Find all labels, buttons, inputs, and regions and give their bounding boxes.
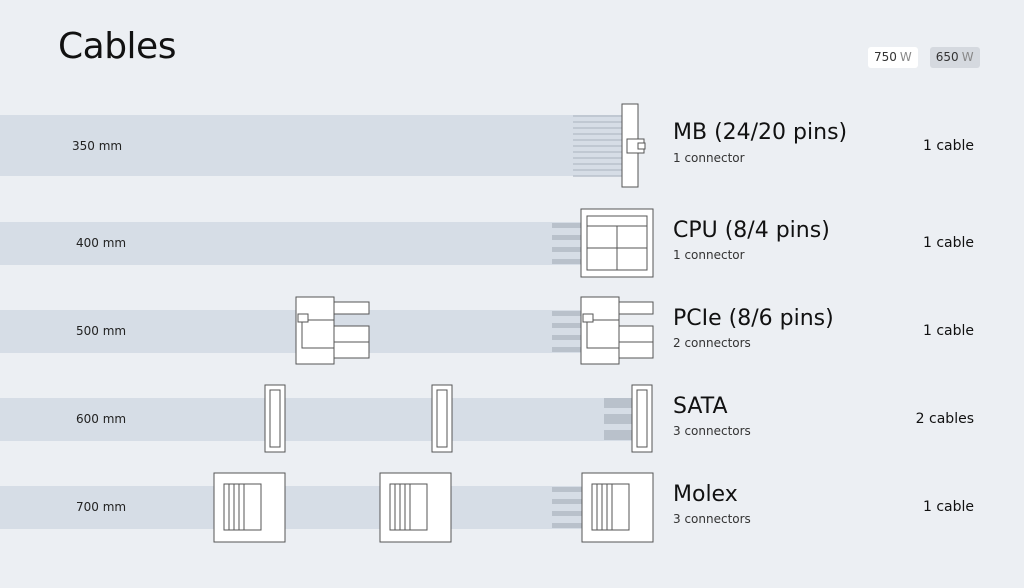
sata-connector-icon <box>264 384 286 453</box>
wattage-650-value: 650 <box>935 50 959 64</box>
cable-name-sata: SATA <box>673 394 728 419</box>
cable-connectors-sata: 3 connectors <box>673 424 751 438</box>
cable-count-cpu: 1 cable <box>922 235 974 251</box>
cable-length-sata: 600 mm <box>76 412 127 426</box>
cable-band-pcie <box>0 310 582 353</box>
molex-connector-icon <box>213 472 286 543</box>
cable-band-sata <box>0 398 634 441</box>
wattage-750-value: 750 <box>874 50 897 64</box>
molex-connector-icon <box>552 472 654 543</box>
cable-length-molex: 700 mm <box>76 500 127 514</box>
pcie-8pin-connector-icon <box>295 296 370 365</box>
cable-name-mb: MB (24/20 pins) <box>673 120 848 145</box>
cable-band-mb <box>0 115 622 176</box>
eps-8pin-connector-icon <box>552 208 654 278</box>
atx-24pin-connector-icon <box>573 103 646 188</box>
molex-connector-icon <box>379 472 452 543</box>
page-title: Cables <box>58 26 176 67</box>
cable-connectors-pcie: 2 connectors <box>673 336 751 350</box>
cable-length-mb: 350 mm <box>72 139 123 153</box>
cable-count-sata: 2 cables <box>915 411 974 427</box>
cable-count-mb: 1 cable <box>922 138 974 154</box>
cable-length-cpu: 400 mm <box>76 236 127 250</box>
sata-connector-icon <box>604 384 653 453</box>
cable-band-cpu <box>0 222 582 265</box>
cable-name-cpu: CPU (8/4 pins) <box>673 218 830 243</box>
cable-name-molex: Molex <box>673 482 738 507</box>
cable-connectors-mb: 1 connector <box>673 151 745 165</box>
cable-connectors-cpu: 1 connector <box>673 248 745 262</box>
cable-name-pcie: PCIe (8/6 pins) <box>673 306 834 331</box>
pcie-8pin-connector-icon <box>552 296 654 365</box>
wattage-650-unit: W <box>961 50 974 64</box>
cable-count-pcie: 1 cable <box>922 323 974 339</box>
cable-length-pcie: 500 mm <box>76 324 127 338</box>
wattage-750-unit: W <box>899 50 912 64</box>
cable-count-molex: 1 cable <box>922 499 974 515</box>
cable-band-molex <box>0 486 590 529</box>
sata-connector-icon <box>431 384 453 453</box>
cable-connectors-molex: 3 connectors <box>673 512 751 526</box>
